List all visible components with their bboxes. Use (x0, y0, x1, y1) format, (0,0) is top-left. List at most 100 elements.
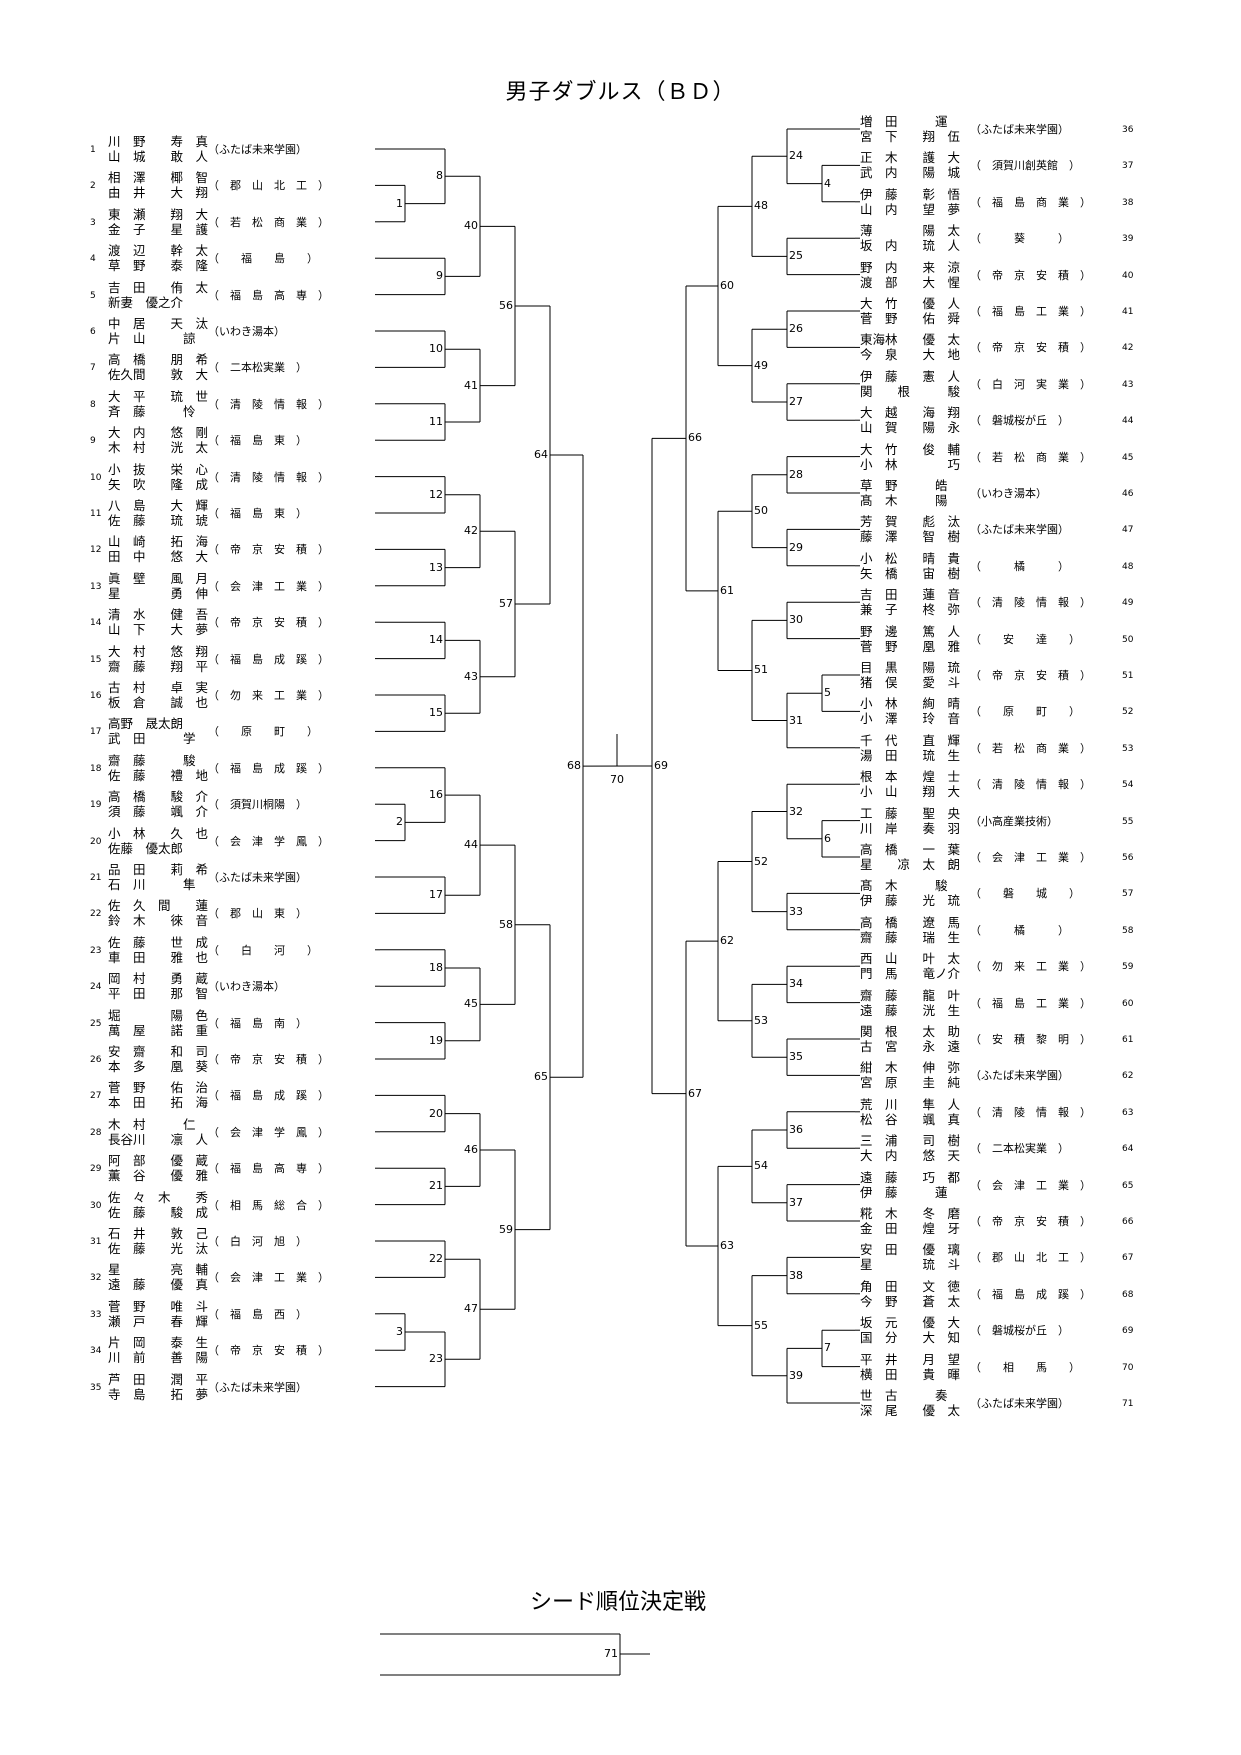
match-number: 69 (654, 759, 668, 772)
match-number: 8 (436, 169, 443, 183)
player-name: 平 田 那 智 (108, 986, 209, 1002)
entry-number: 27 (90, 1091, 102, 1102)
player-name: 星 勇 伸 (108, 585, 209, 601)
team-name: （ 清 陵 情 報 ） (970, 596, 1091, 610)
match-number: 19 (429, 1033, 443, 1047)
entry-number: 67 (1122, 1253, 1134, 1264)
match-number: 32 (789, 804, 803, 818)
team-name: （ 会 津 学 鳳 ） (208, 1125, 329, 1139)
match-number: 27 (789, 395, 803, 408)
player-name: 佐 藤 琉 琥 (108, 513, 209, 528)
player-name: 横 田 貴 暉 (860, 1366, 961, 1382)
team-name: （いわき湯本） (208, 325, 285, 338)
team-name: （ 福 島 ） (208, 252, 318, 266)
team-name: （ 帝 京 安 積 ） (208, 1344, 329, 1358)
player-name: 岡 村 勇 蔵 (108, 971, 209, 987)
match-number: 9 (436, 269, 443, 283)
player-name: 齋 藤 翔 平 (108, 658, 209, 674)
entry-row: 28 木 村 仁 長谷川 凛 人 （ 会 津 学 鳳 ） (90, 1114, 390, 1150)
entry-row: 増 田 運 宮 下 翔 伍 （ふたば未来学園） 36 (860, 111, 1160, 147)
player-name: 安 齋 和 司 (108, 1044, 209, 1059)
entry-row: 糀 木 冬 磨 金 田 煌 牙 （ 帝 京 安 積 ） 66 (860, 1203, 1160, 1239)
team-name: （ 郡 山 東 ） (208, 907, 307, 921)
team-name: （ 会 津 工 業 ） (208, 579, 329, 593)
match-number: 37 (789, 1195, 803, 1209)
entry-row: 18 齋 藤 駿 佐 藤 禮 地 （ 福 島 成 蹊 ） (90, 750, 390, 786)
entry-row: 齋 藤 龍 叶 遠 藤 洸 生 （ 福 島 工 業 ） 60 (860, 985, 1160, 1021)
entry-row: 31 石 井 敦 己 佐 藤 光 汰 （ 白 河 旭 ） (90, 1223, 390, 1259)
entry-number: 33 (90, 1309, 102, 1320)
entry-row: 17 高野 晟太朗 武 田 学 （ 原 町 ） (90, 713, 390, 749)
match-number: 4 (824, 176, 831, 190)
player-name: 伊 藤 憲 人 (860, 368, 961, 384)
match-number: 34 (789, 977, 803, 991)
player-name: 本 多 凰 葵 (108, 1059, 209, 1074)
entry-number: 28 (90, 1127, 102, 1138)
entry-row: 6 中 居 天 汰 片 山 諒 （いわき湯本） (90, 313, 390, 349)
player-name: 石 川 隼 (108, 877, 196, 892)
team-name: （ふたば未来学園） (208, 143, 307, 156)
player-name: 菅 野 佑 治 (108, 1080, 209, 1096)
entry-number: 20 (90, 836, 102, 847)
player-name: 紺 木 伸 弥 (860, 1060, 961, 1076)
player-name: 小 林 巧 (860, 456, 961, 472)
player-name: 東海林 優 太 (860, 332, 961, 348)
entry-row: 高 橋 一 葉 星 凉 太 朗 （ 会 津 工 業 ） 56 (860, 839, 1160, 875)
entry-number: 8 (90, 399, 96, 410)
entry-number: 51 (1122, 671, 1134, 681)
player-name: 眞 壁 風 月 (108, 570, 209, 586)
player-name: 矢 吹 隆 成 (108, 476, 209, 492)
team-name: （ 若 松 商 業 ） (208, 215, 329, 229)
team-name: （ 葵 ） (970, 232, 1069, 246)
player-name: 片 山 諒 (108, 331, 196, 346)
match-number: 2 (396, 815, 403, 829)
player-name: 小 松 晴 貴 (860, 550, 961, 566)
entry-row: 2 相 澤 椰 智 由 井 大 翔 （ 郡 山 北 工 ） (90, 167, 390, 203)
player-name: 瀬 戸 春 輝 (108, 1313, 209, 1329)
player-name: 古 村 卓 実 (108, 680, 209, 695)
team-name: （ 相 馬 総 合 ） (208, 1198, 329, 1212)
player-name: 伊 藤 光 琉 (860, 893, 961, 909)
player-name: 大 竹 俊 輔 (860, 441, 961, 457)
entry-row: 4 渡 辺 幹 太 草 野 泰 隆 （ 福 島 ） (90, 240, 390, 276)
entry-number: 24 (90, 982, 102, 993)
player-name: 三 浦 司 樹 (860, 1133, 961, 1149)
team-name: （ 勿 来 工 業 ） (970, 960, 1091, 974)
player-name: 大 竹 優 人 (860, 296, 961, 311)
entry-row: 西 山 叶 太 門 馬 竜ノ介 （ 勿 来 工 業 ） 59 (860, 948, 1160, 984)
team-name: （ 福 島 成 蹊 ） (970, 1287, 1091, 1301)
team-name: （ 白 河 実 業 ） (970, 377, 1091, 391)
team-name: （ 清 陵 情 報 ） (208, 397, 329, 411)
entry-number: 19 (90, 800, 102, 811)
match-number: 39 (789, 1368, 803, 1382)
match-number: 3 (396, 1325, 403, 1338)
entry-number: 10 (90, 472, 102, 483)
match-number: 64 (534, 447, 548, 461)
team-name: （ふたば未来学園） (208, 871, 307, 884)
entry-row: 薄 陽 太 坂 内 琉 人 （ 葵 ） 39 (860, 220, 1160, 256)
seed-playoff-title: シード順位決定戦 (530, 1590, 707, 1615)
entry-number: 15 (90, 654, 102, 665)
team-name: （ 相 馬 ） (970, 1360, 1080, 1374)
match-number: 66 (688, 431, 702, 445)
player-name: 野 邊 篤 人 (860, 623, 961, 639)
entry-row: 23 佐 藤 世 成 車 田 雅 也 （ 白 河 ） (90, 932, 390, 968)
match-number: 1 (396, 196, 403, 210)
match-number: 44 (464, 838, 478, 852)
entry-row: 33 菅 野 唯 斗 瀬 戸 春 輝 （ 福 島 西 ） (90, 1296, 390, 1332)
team-name: （ 若 松 商 業 ） (970, 450, 1091, 464)
page-title: 男子ダブルス（ＢＤ） (505, 80, 736, 105)
team-name: （ 帝 京 安 積 ） (208, 543, 329, 557)
player-name: 小 抜 栄 心 (108, 461, 209, 477)
match-number: 16 (429, 788, 443, 802)
entry-number: 68 (1122, 1289, 1134, 1300)
player-name: 千 代 直 輝 (860, 732, 961, 748)
entry-number: 11 (90, 509, 102, 519)
match-number: 48 (754, 199, 768, 213)
player-name: 宮 原 圭 純 (860, 1075, 961, 1091)
entry-number: 14 (90, 618, 102, 629)
entry-number: 58 (1122, 925, 1134, 936)
player-name: 齋 藤 駿 (108, 752, 196, 768)
player-name: 車 田 雅 也 (108, 949, 209, 965)
